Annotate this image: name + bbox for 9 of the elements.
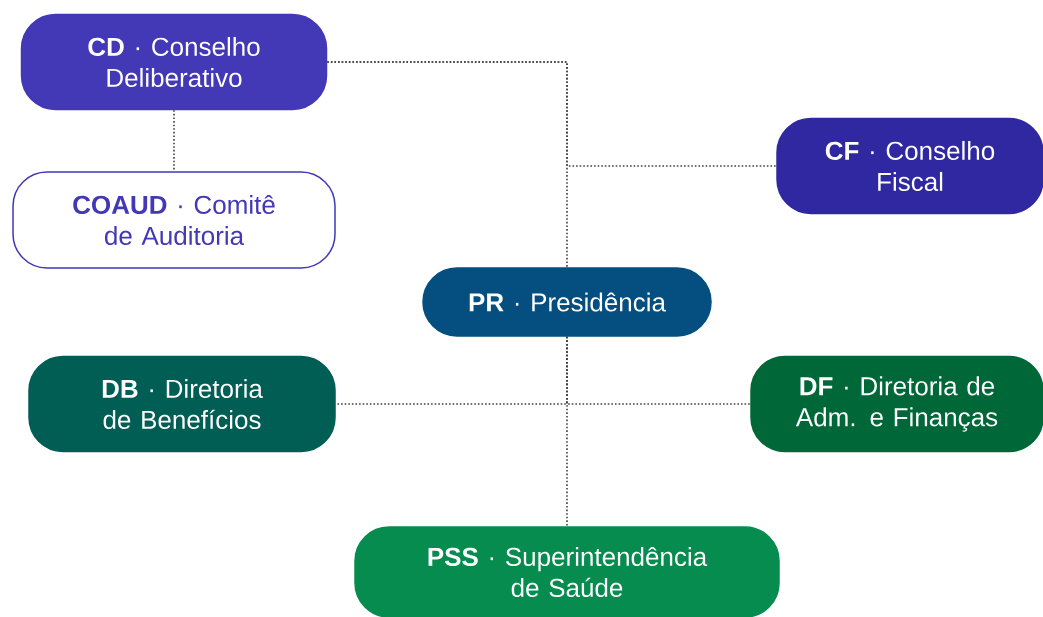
org-box: CF · Conselho Fiscal: [776, 117, 1043, 215]
org-box: DB · Diretoria de Benefícios: [28, 355, 336, 453]
org-box: CD · Conselho Deliberativo: [20, 13, 328, 111]
org-box: PSS · Superintendência de Saúde: [354, 526, 780, 617]
connector-line: [566, 335, 568, 528]
org-box: PR · Presidência: [422, 267, 712, 337]
org-box: COAUD · Comitê de Auditoria: [12, 171, 336, 269]
connector-line: [326, 61, 778, 167]
org-box: DF · Diretoria de Adm. e Finanças: [750, 355, 1043, 453]
